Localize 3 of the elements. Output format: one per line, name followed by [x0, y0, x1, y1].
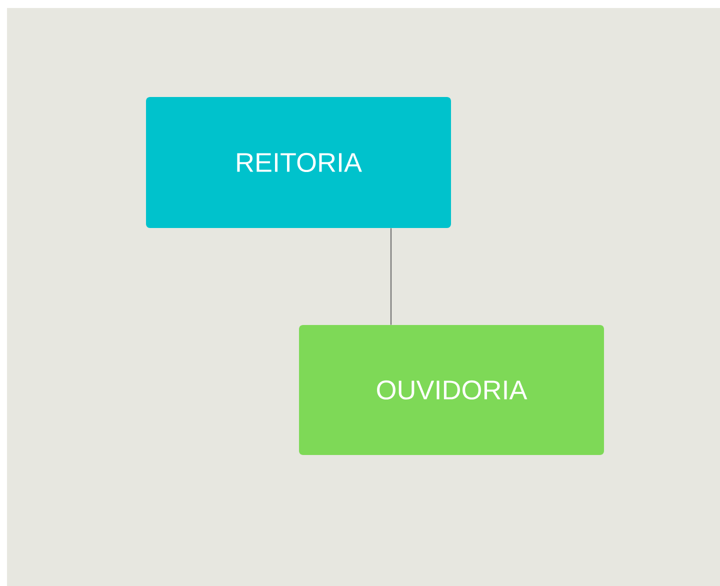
org-box: REITORIA: [146, 97, 451, 228]
connector-line: [390, 228, 392, 325]
org-box: OUVIDORIA: [299, 324, 604, 455]
